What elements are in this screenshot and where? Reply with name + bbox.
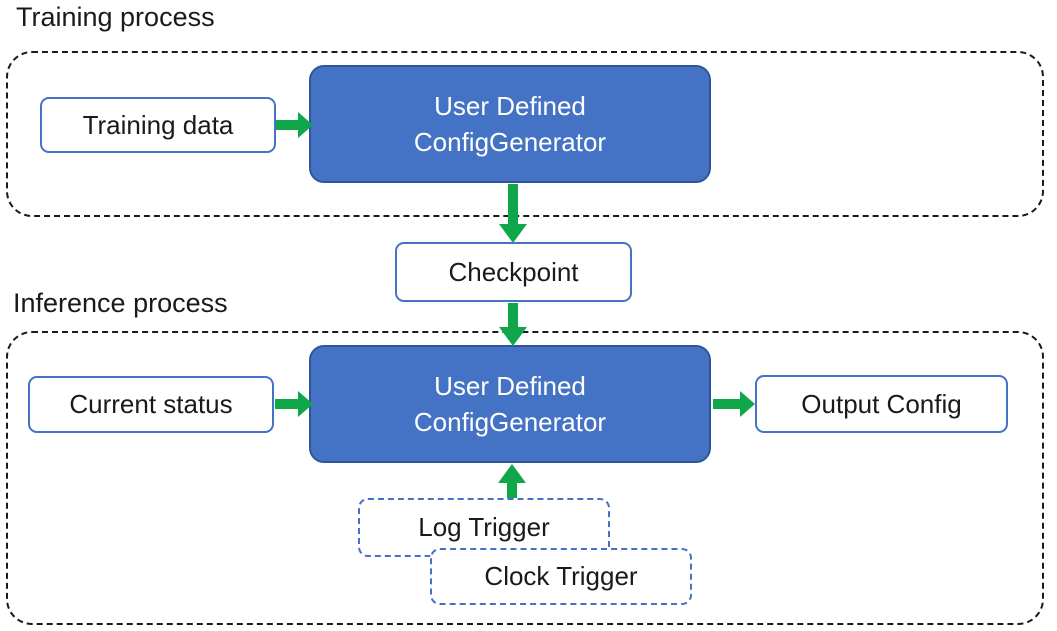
arrow-checkpoint-to-generator-shaft (508, 303, 518, 327)
checkpoint-node: Checkpoint (395, 242, 632, 302)
config-generator-training-node: User Defined ConfigGenerator (309, 65, 711, 183)
arrow-training-data-to-generator-head (298, 112, 313, 138)
arrow-training-data-to-generator-shaft (276, 120, 298, 130)
config-generator-training-line1: User Defined (434, 91, 586, 121)
output-config-node: Output Config (755, 375, 1008, 433)
training-data-label: Training data (82, 109, 234, 140)
training-data-node: Training data (40, 97, 276, 153)
current-status-label: Current status (69, 389, 233, 419)
inference-process-label: Inference process (13, 288, 228, 318)
arrow-current-status-to-generator-shaft (275, 399, 298, 409)
arrow-log-trigger-to-generator-head (498, 464, 526, 483)
config-generator-training-line2: ConfigGenerator (413, 127, 607, 157)
arrow-generator-to-output-config-head (740, 391, 755, 417)
config-generator-inference-node: User Defined ConfigGenerator (309, 345, 711, 463)
training-process-label: Training process (16, 2, 215, 32)
arrow-checkpoint-to-generator-head (499, 327, 527, 346)
config-generator-inference-line2: ConfigGenerator (413, 407, 607, 437)
clock-trigger-node: Clock Trigger (430, 548, 692, 605)
clock-trigger-label: Clock Trigger (484, 561, 638, 591)
current-status-node: Current status (28, 376, 274, 433)
log-trigger-node: Log Trigger (358, 498, 610, 557)
arrow-generator-to-output-config-shaft (713, 399, 740, 409)
arrow-current-status-to-generator-head (298, 391, 313, 417)
training-process-container (6, 51, 1044, 217)
arrow-generator-to-checkpoint-shaft (508, 184, 518, 224)
checkpoint-label: Checkpoint (448, 256, 579, 287)
output-config-label: Output Config (801, 388, 962, 419)
config-generator-inference-line1: User Defined (434, 371, 586, 401)
arrow-generator-to-checkpoint-head (499, 224, 527, 243)
log-trigger-label: Log Trigger (418, 512, 550, 542)
arrow-log-trigger-to-generator-shaft (507, 483, 517, 498)
